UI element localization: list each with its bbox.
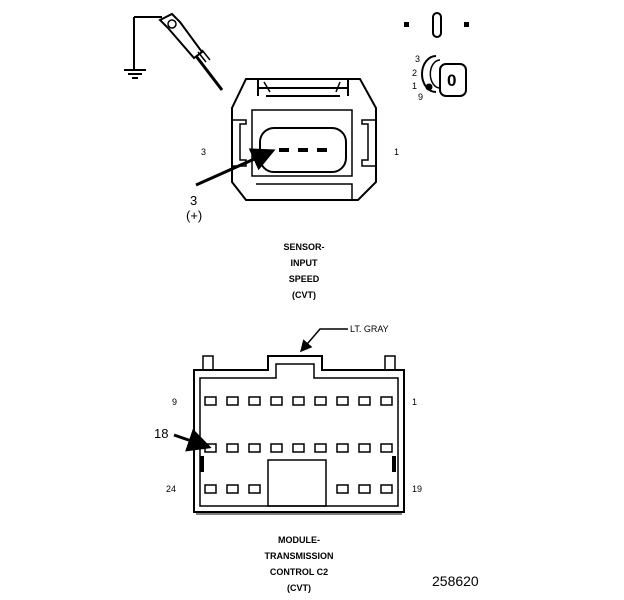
- module-pin-top-left-label: 9: [172, 397, 177, 407]
- figure-number: 258620: [432, 573, 479, 589]
- module-caption-line-2: TRANSMISSION: [264, 551, 333, 561]
- sensor-caption-line-1: SENSOR-: [283, 242, 324, 252]
- module-caption: MODULE- TRANSMISSION CONTROL C2 (CVT): [264, 535, 333, 593]
- ignition-position-3: 3: [415, 54, 420, 64]
- sensor-connector: [231, 78, 377, 201]
- sensor-connector-pins: [279, 148, 327, 152]
- sensor-pin-right-label: 1: [394, 147, 399, 157]
- ignition-position-1: 1: [412, 81, 417, 91]
- switch-position-icon: [404, 12, 469, 38]
- sensor-pin-left-label: 3: [201, 147, 206, 157]
- key-label: 0: [447, 71, 456, 90]
- module-pin-top-right-label: 1: [412, 397, 417, 407]
- module-color-callout-arrow: [300, 328, 348, 353]
- sensor-caption-line-4: (CVT): [292, 290, 316, 300]
- module-caption-line-4: (CVT): [287, 583, 311, 593]
- sensor-callout-pin: 3: [190, 193, 197, 208]
- sensor-caption-line-3: SPEED: [289, 274, 320, 284]
- ignition-key-icon: 3 2 1 9 0: [412, 54, 467, 102]
- sensor-callout-arrow: [195, 148, 276, 187]
- module-color-label: LT. GRAY: [350, 324, 389, 334]
- sensor-callout-polarity: (+): [186, 208, 202, 223]
- ignition-position-9: 9: [418, 92, 423, 102]
- module-pin-bottom-right-label: 19: [412, 484, 422, 494]
- module-caption-line-1: MODULE-: [278, 535, 320, 545]
- module-callout-pin: 18: [154, 426, 168, 441]
- module-callout-arrow: [173, 428, 212, 452]
- sensor-caption-line-2: INPUT: [291, 258, 319, 268]
- module-pin-bottom-left-label: 24: [166, 484, 176, 494]
- module-connector: [193, 355, 405, 515]
- sensor-caption: SENSOR- INPUT SPEED (CVT): [283, 242, 324, 300]
- ignition-position-2: 2: [412, 68, 417, 78]
- test-probe-icon: [133, 12, 224, 91]
- module-caption-line-3: CONTROL C2: [270, 567, 328, 577]
- ground-symbol-icon: [124, 69, 146, 79]
- module-connector-pins: [204, 396, 393, 494]
